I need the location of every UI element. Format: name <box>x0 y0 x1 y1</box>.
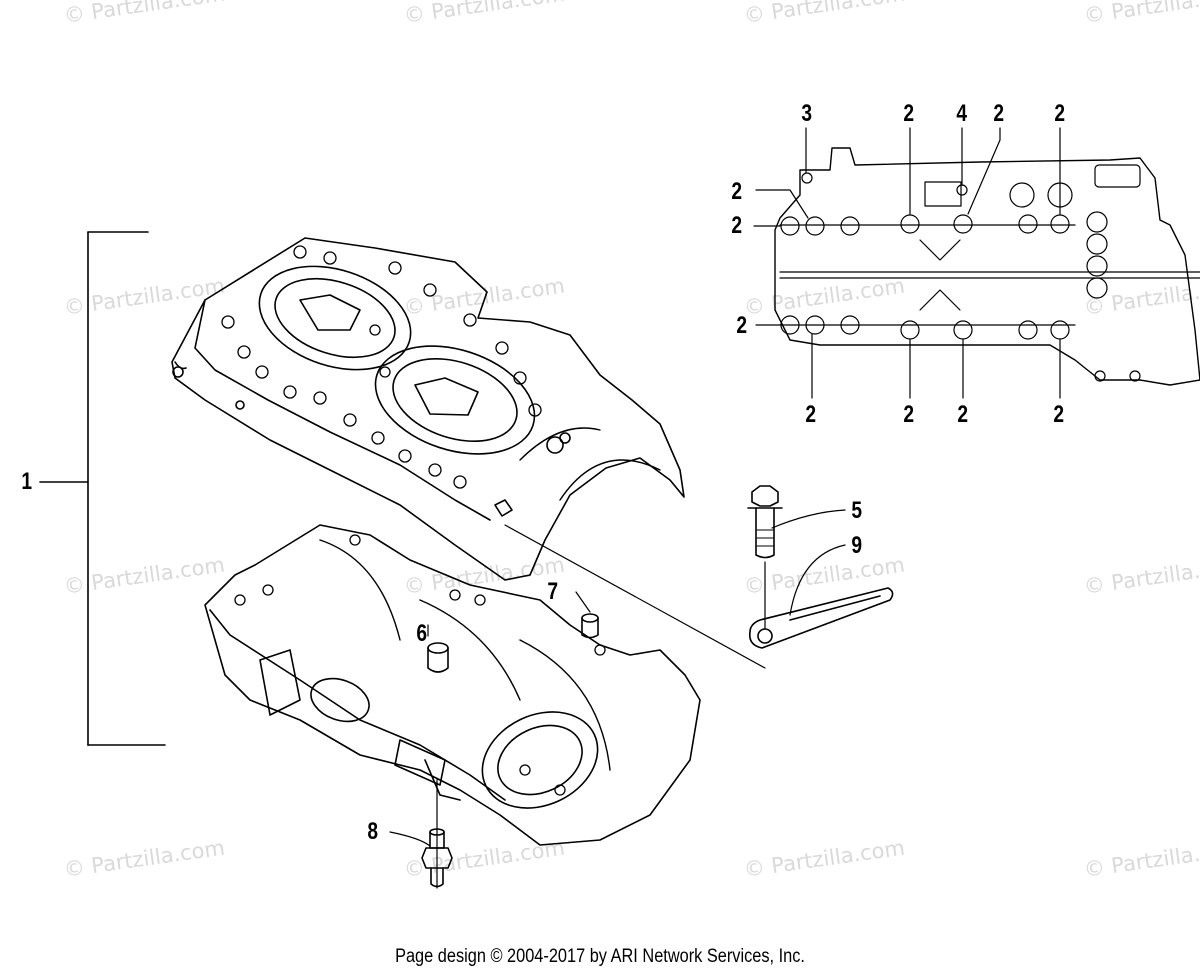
callout-4: 4 <box>956 100 968 127</box>
bolt-pattern-inset <box>753 127 1200 399</box>
callout-2: 2 <box>993 100 1005 127</box>
callout-2: 2 <box>903 401 915 428</box>
bushing-part-6 <box>427 642 449 673</box>
callout-2: 2 <box>731 178 743 205</box>
copyright-footer: Page design © 2004-2017 by ARI Network S… <box>395 946 805 967</box>
lower-crankcase-illustration <box>204 524 701 846</box>
callout-2: 2 <box>957 401 969 428</box>
leader-lines <box>389 509 846 889</box>
bolt-part-5 <box>747 485 783 559</box>
callout-7: 7 <box>547 578 559 605</box>
callout-2: 2 <box>903 100 915 127</box>
callout-2: 2 <box>736 312 748 339</box>
dowel-pin-part-7 <box>581 613 599 639</box>
callout-2: 2 <box>731 212 743 239</box>
callout-6: 6 <box>416 620 428 647</box>
callout-5: 5 <box>851 497 863 524</box>
callout-2: 2 <box>1053 401 1065 428</box>
callout-3: 3 <box>801 100 813 127</box>
strap-part-9 <box>748 587 894 649</box>
callout-2: 2 <box>1054 100 1066 127</box>
callout-2: 2 <box>805 401 817 428</box>
assembly-bracket <box>39 231 166 746</box>
callout-8: 8 <box>367 818 379 845</box>
callout-1: 1 <box>21 468 33 495</box>
upper-crankcase-illustration <box>171 237 685 581</box>
callout-9: 9 <box>851 532 863 559</box>
